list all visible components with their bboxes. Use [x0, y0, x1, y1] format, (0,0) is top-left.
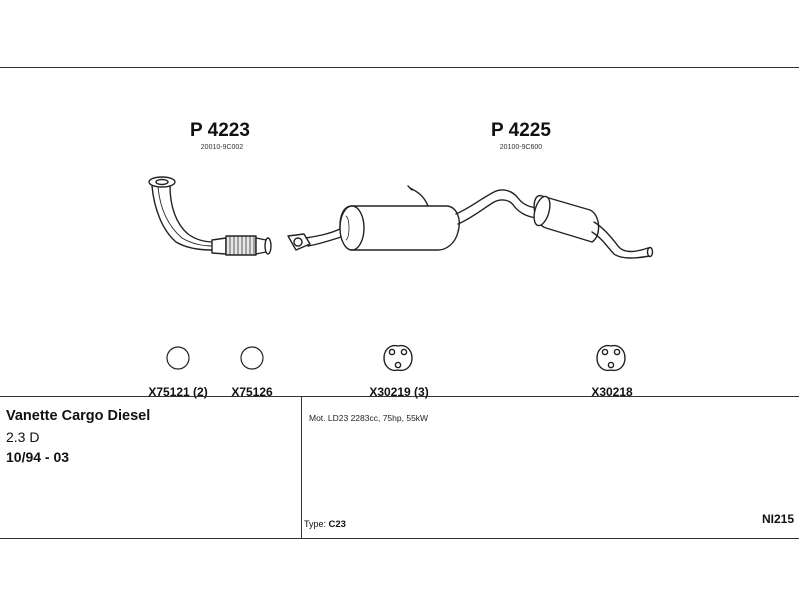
divider: [0, 396, 799, 397]
rubber-mount-icon: [383, 344, 413, 372]
oem-number-p4225: 20100-9C600: [499, 144, 543, 151]
vehicle-name: Vanette Cargo Diesel: [6, 408, 151, 424]
rear-system-drawing: [287, 185, 654, 259]
reference-code: NI215: [761, 512, 794, 526]
divider: [301, 396, 302, 538]
component-label: X30219 (3): [369, 385, 429, 399]
part-number-p4223: P 4223: [190, 120, 250, 141]
rubber-mount-icon: [596, 344, 626, 372]
motor-spec: Mot. LD23 2283cc, 75hp, 55kW: [309, 413, 429, 423]
type-value: C23: [328, 519, 346, 530]
part-number-p4225: P 4225: [491, 120, 551, 141]
ring-icon: [240, 346, 264, 370]
component-label: X75121 (2): [148, 385, 208, 399]
vehicle-engine: 2.3 D: [6, 429, 40, 445]
type-line: Type: C23: [304, 519, 346, 530]
ring-icon: [166, 346, 190, 370]
exhaust-diagram: [148, 176, 654, 372]
component-label: X30218: [591, 385, 633, 399]
front-pipe-drawing: [148, 176, 272, 256]
component-label: X75126: [231, 385, 273, 399]
type-label: Type:: [304, 519, 327, 529]
parts-sheet: P 4223 20010-9C002 P 4225 20100-9C600 X7…: [0, 67, 799, 539]
oem-number-p4223: 20010-9C002: [200, 144, 244, 151]
vehicle-years: 10/94 - 03: [6, 449, 70, 465]
